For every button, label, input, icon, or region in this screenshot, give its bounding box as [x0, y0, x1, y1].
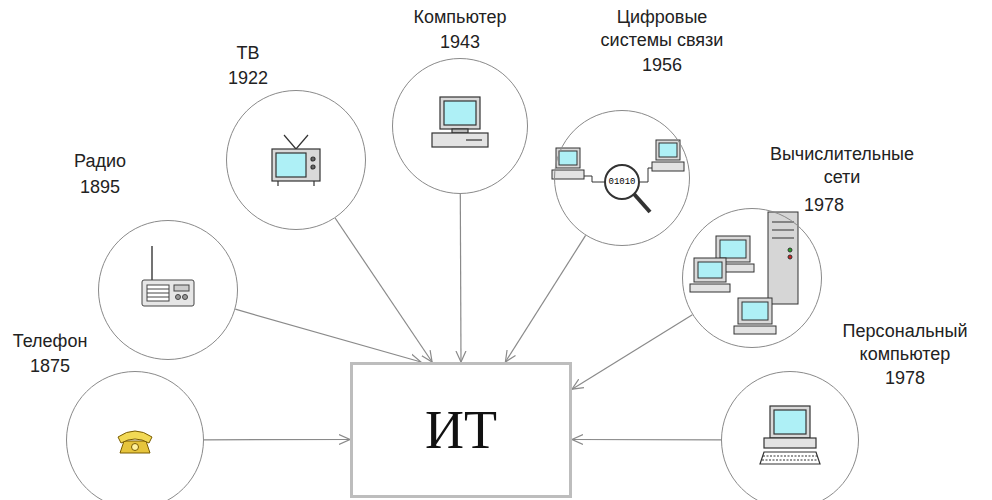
telephone-icon	[118, 431, 152, 453]
technology-name: Персональный компьютер	[825, 320, 985, 366]
arrow-connector	[335, 218, 432, 362]
radio-icon	[142, 246, 194, 306]
arrow-connector	[204, 439, 350, 440]
technology-name: Радио	[45, 150, 155, 173]
technology-name: ТВ	[203, 42, 293, 65]
binary-code: 01010	[608, 177, 635, 187]
technology-name: Цифровые системы связи	[587, 6, 737, 52]
year-label: 1978	[794, 194, 854, 217]
arrow-connector	[505, 235, 585, 362]
arrow-connector	[235, 309, 421, 362]
era-circle: Персональный компьютер1978	[721, 371, 859, 500]
arrow-connector	[572, 315, 692, 389]
year-label: 1895	[45, 176, 155, 199]
era-circle: ТВ1922	[226, 90, 366, 230]
technology-name: Телефон	[0, 330, 105, 353]
tv-icon	[272, 135, 320, 186]
target-box: ИТ	[350, 362, 572, 498]
year-label: 1922	[203, 67, 293, 90]
era-circle: Телефон1875	[66, 371, 204, 500]
year-label: 1943	[385, 31, 535, 54]
year-label: 1875	[0, 355, 105, 378]
era-circle: Радио1895	[98, 220, 238, 360]
box-title: ИТ	[425, 399, 497, 461]
computer-icon	[432, 97, 488, 147]
year-label: 1978	[825, 367, 985, 390]
year-label: 1956	[587, 54, 737, 77]
era-circle: Вычислительные сети1978	[682, 208, 822, 348]
technology-name: Вычислительные сети	[757, 143, 927, 189]
arrow-connector	[460, 194, 462, 362]
era-circle: Компьютер1943	[392, 58, 528, 194]
technology-name: Компьютер	[385, 6, 535, 29]
arrow-connector	[572, 439, 721, 440]
pc-icon	[760, 406, 820, 464]
digital-link-icon	[552, 140, 684, 212]
network-icon	[690, 212, 798, 334]
